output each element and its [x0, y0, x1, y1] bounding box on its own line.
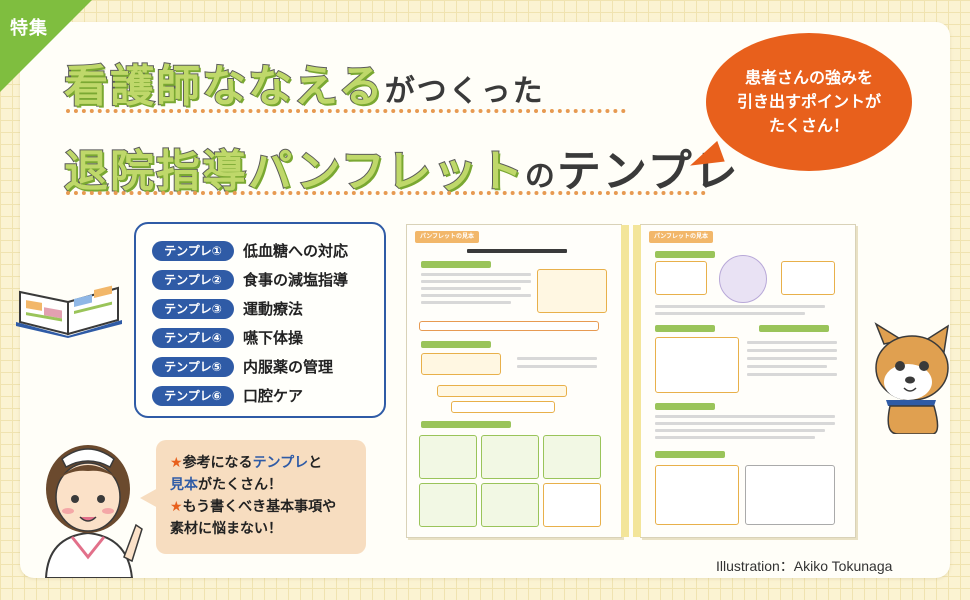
title-underline-1: [66, 109, 626, 113]
template-tag: テンプレ③: [152, 298, 234, 319]
title-underline-2: [66, 191, 706, 195]
speech-line-4: 素材に悩まない！: [170, 521, 282, 537]
speech-line-2: 見本がたくさん！: [170, 477, 282, 493]
page-illustration: [719, 255, 767, 303]
highlight-sample: 見本: [170, 477, 198, 493]
title-nurse-name: 看護師ななえる: [63, 60, 385, 113]
title-line-2: 退院指導パンフレットのテンプレ: [63, 135, 740, 199]
page-tag: パンフレットの見本: [415, 231, 479, 243]
template-item: テンプレ② 食事の減塩指導: [152, 265, 374, 294]
title-pamphlet: 退院指導パンフレット: [63, 145, 525, 198]
nurse-illustration: [44, 445, 143, 578]
page-tag: パンフレットの見本: [649, 231, 713, 243]
bubble-line-1: 患者さんの強みを: [744, 68, 873, 87]
illustration-credit: Illustration：Akiko Tokunaga: [716, 558, 893, 574]
page-heading: [467, 249, 567, 253]
page-spine: [633, 225, 641, 537]
star-icon: ★: [170, 455, 183, 471]
highlight-bubble: 患者さんの強みを 引き出すポイントが たくさん！: [706, 33, 912, 171]
title-line-1: 看護師ななえるがつくった: [63, 50, 545, 114]
template-item: テンプレ① 低血糖への対応: [152, 236, 374, 265]
title-line1-suffix: がつくった: [384, 74, 545, 109]
speech-tail: [140, 488, 158, 508]
star-icon: ★: [170, 499, 183, 515]
template-title: 食事の減塩指導: [243, 271, 349, 289]
template-item: テンプレ⑤ 内服薬の管理: [152, 352, 374, 381]
template-item: テンプレ⑥ 口腔ケア: [152, 381, 374, 410]
sample-page-left: パンフレットの見本: [406, 224, 629, 538]
template-item: テンプレ③ 運動療法: [152, 294, 374, 323]
bubble-line-2: 引き出すポイントが: [736, 92, 881, 111]
title-particle: の: [524, 159, 557, 194]
page-spine: [621, 225, 629, 537]
template-title: 内服薬の管理: [243, 358, 334, 376]
open-book-icon: [16, 285, 122, 338]
template-tag: テンプレ⑤: [152, 356, 234, 377]
template-list: テンプレ① 低血糖への対応 テンプレ② 食事の減塩指導 テンプレ③ 運動療法 テ…: [134, 222, 386, 418]
feature-badge-label: 特集: [10, 18, 48, 39]
template-tag: テンプレ①: [152, 240, 234, 261]
template-tag: テンプレ④: [152, 327, 234, 348]
template-tag: テンプレ⑥: [152, 385, 234, 406]
template-title: 口腔ケア: [243, 387, 304, 405]
dog-illustration: [874, 322, 949, 434]
template-tag: テンプレ②: [152, 269, 234, 290]
template-title: 嚥下体操: [243, 329, 304, 347]
feature-badge: [0, 0, 92, 92]
sample-page-right: パンフレットの見本: [633, 224, 856, 538]
speech-line-3: ★もう書くべき基本事項や: [170, 499, 337, 515]
template-item: テンプレ④ 嚥下体操: [152, 323, 374, 352]
highlight-template: テンプレ: [252, 455, 309, 471]
template-title: 運動療法: [243, 300, 304, 318]
speech-line-1: ★参考になるテンプレと: [170, 455, 323, 471]
template-title: 低血糖への対応: [243, 242, 349, 260]
nurse-speech-bubble: ★参考になるテンプレと 見本がたくさん！ ★もう書くべき基本事項や 素材に悩まな…: [156, 440, 366, 554]
page-section-head: [421, 261, 491, 268]
bubble-line-3: たくさん！: [768, 116, 849, 135]
title-template: テンプレ: [556, 146, 740, 197]
page-illustration: [537, 269, 607, 313]
